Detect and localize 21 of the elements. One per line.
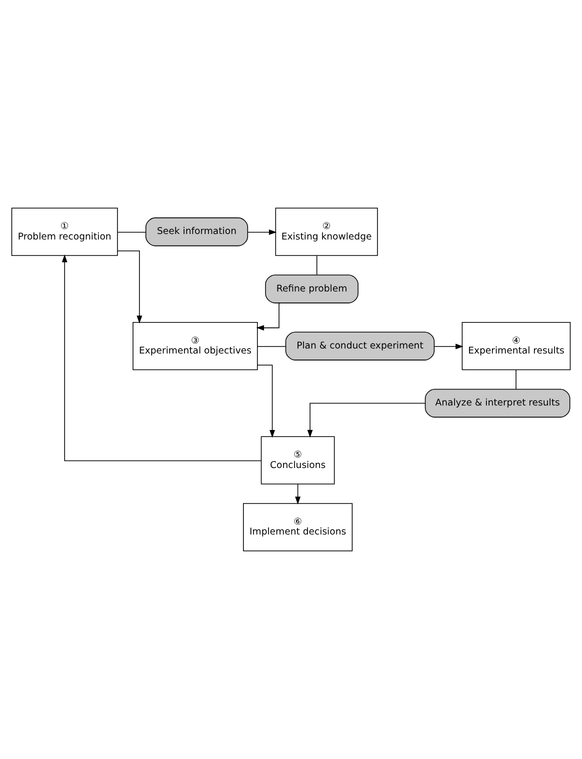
node-box: Refine problem: [265, 274, 358, 304]
arrow: [295, 484, 301, 504]
node-box: ④ Experimental results: [462, 322, 571, 370]
node-box: ① Problem recognition: [11, 208, 118, 256]
arrow: [247, 229, 277, 235]
arrow: [434, 344, 464, 350]
node-box: Seek information: [145, 217, 248, 246]
node-box: ⑤ Conclusions: [260, 436, 335, 484]
connector: [316, 255, 318, 276]
node-box: Plan & conduct experiment: [285, 332, 435, 360]
connector: [257, 346, 286, 347]
node-box: ③ Experimental objectives: [132, 322, 258, 370]
arrow: [257, 364, 275, 438]
node-box: ⑥ Implement decisions: [243, 503, 353, 552]
arrow: [62, 254, 262, 462]
node-box: Analyze & interpret results: [424, 388, 570, 418]
node-box: ② Existing knowledge: [275, 208, 378, 256]
arrow: [307, 402, 426, 438]
arrow: [117, 250, 142, 324]
arrow: [256, 302, 280, 331]
connector: [117, 232, 146, 233]
